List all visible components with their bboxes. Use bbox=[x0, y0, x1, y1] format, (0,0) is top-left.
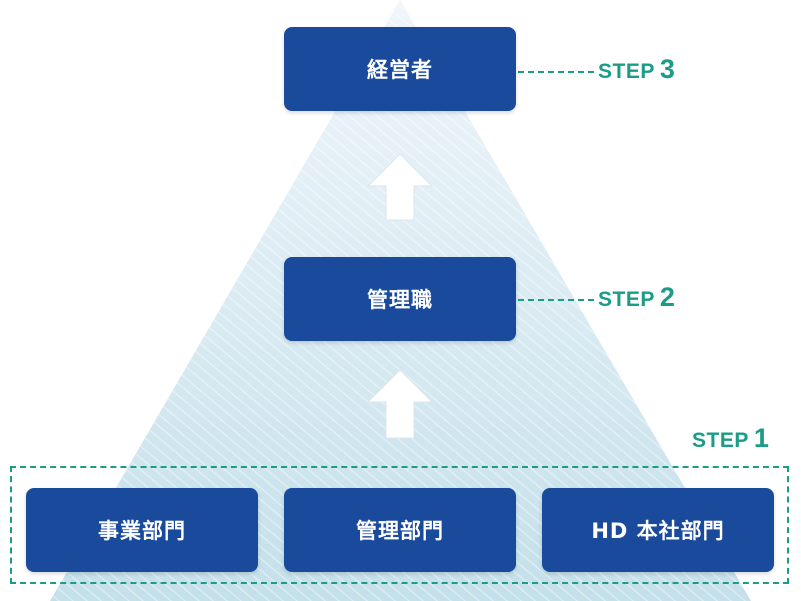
step2-number: 2 bbox=[659, 282, 675, 312]
step1-word: STEP bbox=[692, 429, 749, 452]
business-division-label: 事業部門 bbox=[98, 519, 186, 543]
executive-box: 経営者 bbox=[284, 27, 516, 111]
hd-headquarters-box: HD 本社部門 bbox=[542, 488, 774, 572]
step2-leader bbox=[518, 299, 594, 301]
hd-headquarters-label: HD 本社部門 bbox=[591, 519, 725, 543]
step3-word: STEP bbox=[598, 60, 655, 83]
manager-label: 管理職 bbox=[367, 288, 433, 312]
step3-number: 3 bbox=[659, 54, 675, 84]
manager-box: 管理職 bbox=[284, 257, 516, 341]
step1-group-frame bbox=[10, 466, 789, 584]
admin-division-box: 管理部門 bbox=[284, 488, 516, 572]
step2-word: STEP bbox=[598, 288, 655, 311]
step3-leader bbox=[518, 71, 594, 73]
admin-division-label: 管理部門 bbox=[356, 519, 444, 543]
executive-label: 経営者 bbox=[367, 58, 433, 82]
business-division-box: 事業部門 bbox=[26, 488, 258, 572]
up-arrow-icon bbox=[366, 153, 434, 221]
step1-number: 1 bbox=[753, 423, 769, 453]
up-arrow-icon bbox=[366, 369, 434, 439]
